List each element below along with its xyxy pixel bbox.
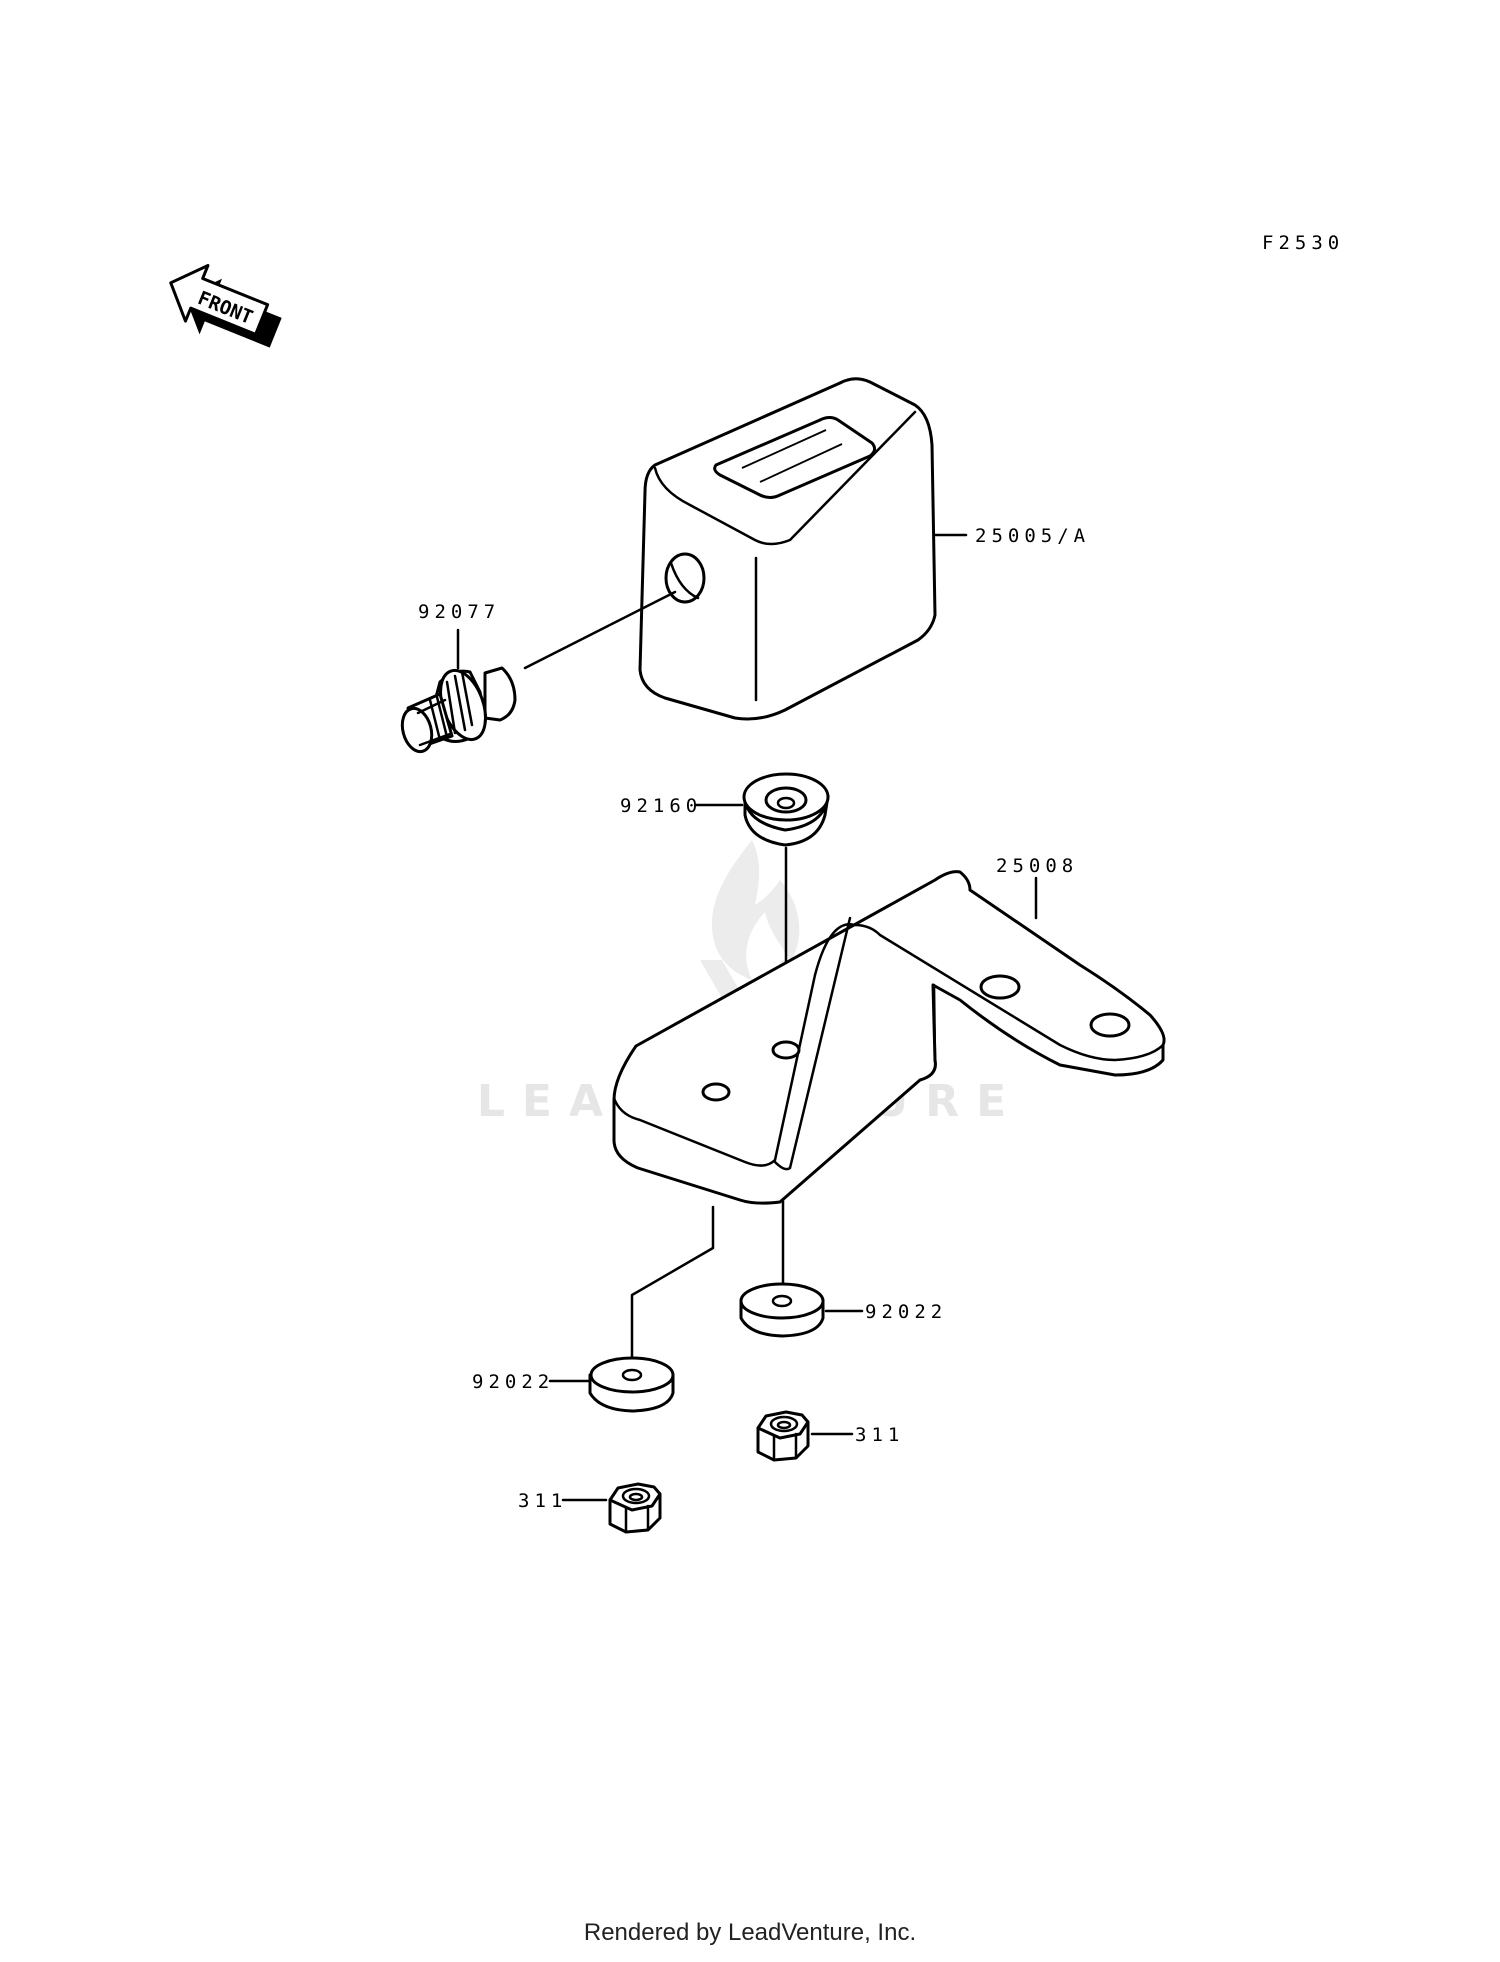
bracket-hole-base-right [771, 1040, 801, 1060]
front-arrow-badge: FRONT [169, 263, 282, 348]
meter-cover-part [638, 377, 937, 721]
adapter-part: 92077 [400, 590, 677, 754]
callout-311-left: 311 [518, 1490, 567, 1512]
footer-credit: Rendered by LeadVenture, Inc. [584, 1919, 916, 1946]
callout-92160: 92160 [620, 795, 702, 817]
washer-left-leader-line [630, 1205, 715, 1372]
diagram-code: F2530 [1262, 232, 1344, 254]
bracket-part: 25008 [612, 533, 1166, 1205]
washer-right-part: 92022 [739, 1282, 947, 1338]
callout-25005-A: 25005/A [975, 525, 1090, 547]
nut-right-part: 311 [756, 1410, 904, 1462]
callout-92022-right: 92022 [865, 1301, 947, 1323]
washer-left-part: 92022 [472, 1356, 675, 1413]
meter-cover-hole [664, 552, 706, 604]
callout-92077: 92077 [418, 601, 500, 623]
nut-left-part: 311 [518, 1482, 662, 1534]
callout-311-right: 311 [855, 1424, 904, 1446]
bracket-hole-top [979, 974, 1021, 1000]
callout-92022-left: 92022 [472, 1371, 554, 1393]
bracket-hole-end [1089, 1012, 1131, 1038]
grommet-part: 92160 [620, 772, 830, 1050]
callout-25008: 25008 [996, 855, 1078, 877]
bracket-hole-base-left [701, 1082, 731, 1102]
adapter-leader-line [523, 590, 677, 670]
